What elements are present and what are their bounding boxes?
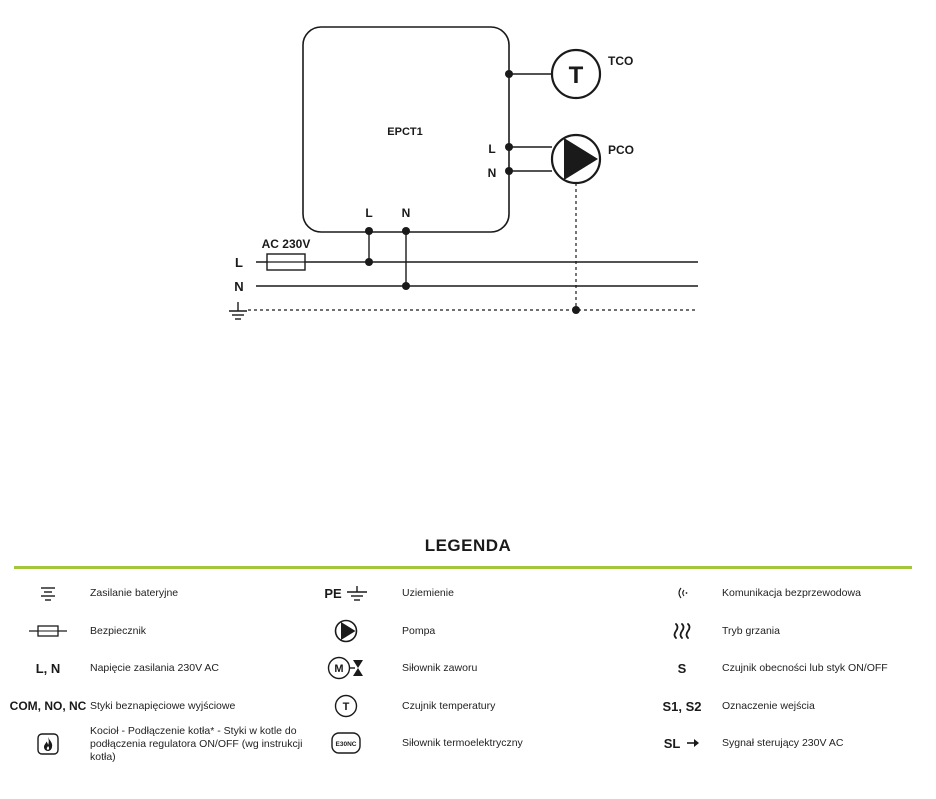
legend-label: Siłownik zaworu	[402, 661, 478, 674]
thermoelectric-actuator-icon: E30NC	[331, 732, 361, 754]
legend-title: LEGENDA	[424, 536, 512, 555]
fuse-label: AC 230V	[262, 237, 311, 251]
legend-symbol-text: COM, NO, NC	[9, 699, 87, 713]
supply-terminal-n: N	[402, 206, 411, 220]
legend-label: Uziemienie	[402, 586, 454, 599]
controller-label: EPCT1	[387, 126, 422, 138]
legend-label: Zasilanie bateryjne	[90, 586, 179, 599]
legend-symbol-text: PE	[324, 585, 342, 601]
legend-item-inputs: S1, S2 Oznaczenie wejścia	[646, 689, 815, 723]
legend-label: Tryb grzania	[722, 624, 780, 637]
legend-label: Komunikacja bezprzewodowa	[722, 586, 861, 599]
boiler-flame-icon	[37, 733, 59, 755]
legend-item-ln: L, N Napięcie zasilania 230V AC	[12, 651, 219, 685]
legend-symbol-text: S	[677, 660, 687, 676]
pump-terminal-l: L	[488, 142, 495, 156]
terminal-dot-tco	[505, 70, 513, 78]
pump-icon	[334, 619, 358, 643]
legend-label: Oznaczenie wejścia	[722, 699, 815, 712]
legend-item-temp-sensor: T Czujnik temperatury	[310, 689, 495, 723]
legend-label: Siłownik termoelektryczny	[402, 736, 523, 749]
terminal-dot-pump-l	[505, 143, 513, 151]
legend-symbol-text: SL	[663, 735, 681, 751]
supply-terminal-l: L	[365, 206, 372, 220]
junction-dot-pe	[572, 306, 580, 314]
fuse-icon	[29, 625, 67, 637]
wireless-icon	[678, 587, 688, 599]
temperature-sensor-icon	[550, 48, 602, 100]
legend-item-pump: Pompa	[310, 614, 435, 648]
legend-divider	[14, 566, 912, 569]
arrow-right-icon	[687, 739, 700, 747]
valve-actuator-icon: M	[327, 656, 363, 680]
junction-dot-l	[365, 258, 373, 266]
legend-item-com-no-nc: COM, NO, NC Styki beznapięciowe wyjściow…	[9, 689, 236, 723]
legend-item-valve-actuator: M Siłownik zaworu	[310, 651, 477, 685]
legend-symbol-text: S1, S2	[662, 698, 702, 714]
legend-label: Bezpiecznik	[90, 624, 147, 637]
legend-label: Sygnał sterujący 230V AC	[722, 736, 844, 749]
temperature-sensor-icon: T	[334, 694, 358, 718]
legend-item-heating: Tryb grzania	[646, 614, 780, 648]
legend-label: Napięcie zasilania 230V AC	[90, 661, 219, 674]
pump-label: PCO	[608, 143, 634, 157]
legend-item-boiler: Kocioł - Podłączenie kotła* - Styki w ko…	[12, 724, 310, 763]
legend-item-battery: Zasilanie bateryjne	[12, 576, 178, 610]
legend-item-thermoelectric: E30NC Siłownik termoelektryczny	[310, 726, 523, 760]
wiring-diagram: EPCT1 L N T TCO PCO L N L N AC 230V	[229, 26, 698, 320]
sensor-letter: T	[569, 62, 584, 89]
ground-icon	[346, 586, 367, 601]
battery-supply-icon	[41, 587, 55, 601]
legend-label: Pompa	[402, 624, 436, 637]
line-n-label: N	[234, 279, 243, 294]
terminal-dot-pump-n	[505, 167, 513, 175]
legend-symbol-text: L, N	[35, 660, 61, 676]
legend-item-presence: S Czujnik obecności lub styk ON/OFF	[646, 651, 888, 685]
temperature-sensor-letter: T	[343, 701, 350, 713]
heating-mode-icon	[673, 623, 691, 639]
line-l-label: L	[235, 255, 243, 270]
pump-triangle	[564, 138, 598, 180]
legend-label: Styki beznapięciowe wyjściowe	[90, 699, 236, 712]
legend-item-wireless: Komunikacja bezprzewodowa	[646, 576, 861, 610]
legend-label: Kocioł - Podłączenie kotła* - Styki w ko…	[90, 724, 303, 763]
legend-label: Czujnik obecności lub styk ON/OFF	[722, 661, 888, 674]
legend-item-signal: SL Sygnał sterujący 230V AC	[646, 726, 844, 760]
ground-icon	[229, 302, 247, 320]
sensor-label: TCO	[608, 54, 633, 68]
legend-label: Czujnik temperatury	[402, 699, 496, 712]
junction-dot-n	[402, 282, 410, 290]
pump-terminal-n: N	[488, 166, 497, 180]
valve-motor-letter: M	[334, 663, 343, 675]
thermoelectric-code: E30NC	[336, 741, 357, 748]
legend-item-pe: PE Uziemienie	[310, 576, 454, 610]
legend-item-fuse: Bezpiecznik	[12, 614, 146, 648]
